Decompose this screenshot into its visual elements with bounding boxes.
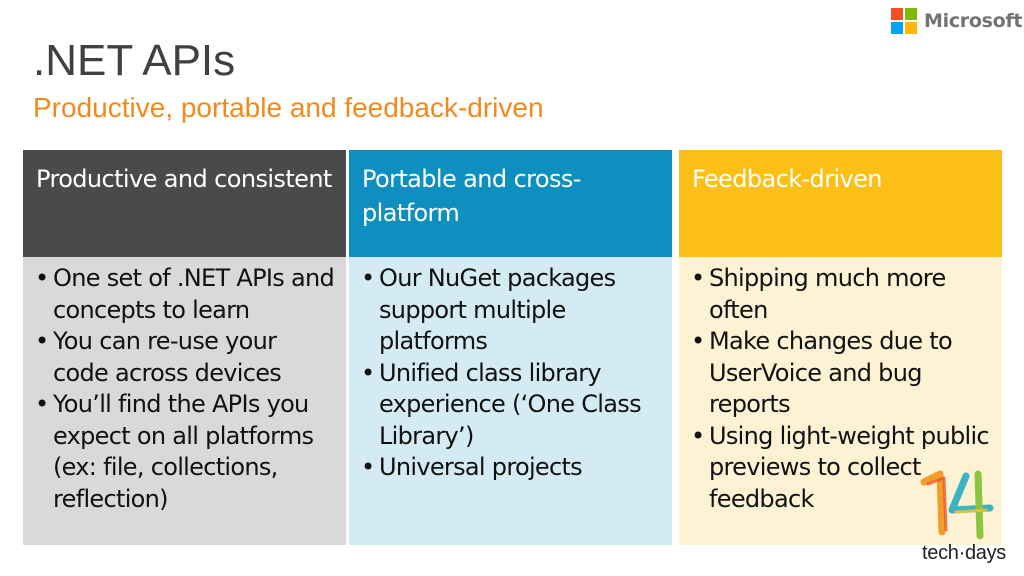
bullet-item: You can re-use your code across devices	[33, 326, 338, 389]
logo-square-blue	[891, 22, 903, 34]
bullet-item: Our NuGet packages support multiple plat…	[359, 263, 664, 358]
bullet-item: One set of .NET APIs and concepts to lea…	[33, 263, 338, 326]
column-productive: Productive and consistent One set of .NE…	[23, 150, 346, 545]
column-feedback: Feedback-driven Shipping much more often…	[679, 150, 1002, 545]
bullet-item: Using light-weight public previews to co…	[689, 421, 994, 516]
bullet-item: Make changes due to UserVoice and bug re…	[689, 326, 994, 421]
column-body: One set of .NET APIs and concepts to lea…	[23, 257, 346, 545]
microsoft-wordmark: Microsoft	[924, 10, 1023, 32]
techdays-14-icon	[920, 470, 994, 540]
bullet-list: Our NuGet packages support multiple plat…	[359, 263, 664, 484]
bullet-list: One set of .NET APIs and concepts to lea…	[33, 263, 338, 515]
techdays-wordmark: tech·days	[922, 542, 1007, 564]
bullet-item: Shipping much more often	[689, 263, 994, 326]
bullet-item: Unified class library experience (‘One C…	[359, 358, 664, 453]
slide-subtitle: Productive, portable and feedback-driven	[33, 92, 544, 123]
column-heading: Portable and cross-platform	[349, 150, 672, 257]
microsoft-logo: Microsoft	[891, 8, 1022, 34]
column-portable: Portable and cross-platform Our NuGet pa…	[349, 150, 672, 545]
slide-title: .NET APIs	[33, 36, 236, 85]
column-heading: Productive and consistent	[23, 150, 346, 257]
column-body: Our NuGet packages support multiple plat…	[349, 257, 672, 545]
bullet-list: Shipping much more often Make changes du…	[689, 263, 994, 515]
bullet-item: You’ll find the APIs you expect on all p…	[33, 389, 338, 515]
microsoft-logo-icon	[891, 8, 917, 34]
logo-square-green	[905, 8, 917, 20]
bullet-item: Universal projects	[359, 452, 664, 484]
column-heading: Feedback-driven	[679, 150, 1002, 257]
techdays-logo: tech·days	[920, 470, 1016, 570]
column-body: Shipping much more often Make changes du…	[679, 257, 1002, 545]
logo-square-yellow	[905, 22, 917, 34]
logo-square-red	[891, 8, 903, 20]
